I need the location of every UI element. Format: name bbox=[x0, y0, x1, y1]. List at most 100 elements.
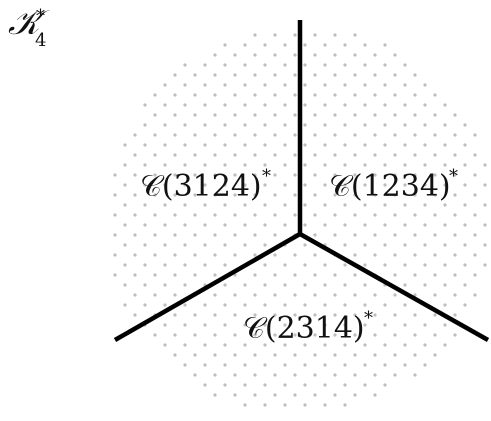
disc-dot bbox=[303, 263, 307, 267]
disc-dot bbox=[203, 263, 207, 267]
disc-dot bbox=[413, 373, 417, 377]
disc-dot bbox=[423, 123, 427, 127]
disc-dot bbox=[313, 333, 317, 337]
disc-dot bbox=[393, 173, 397, 177]
disc-dot bbox=[253, 313, 257, 317]
disc-dot bbox=[273, 233, 277, 237]
disc-dot bbox=[253, 93, 257, 97]
disc-dot bbox=[333, 73, 337, 77]
disc-dot bbox=[213, 333, 217, 337]
disc-dot bbox=[123, 243, 127, 247]
disc-dot bbox=[453, 193, 457, 197]
disc-dot bbox=[213, 353, 217, 357]
disc-dot bbox=[253, 133, 257, 137]
disc-dot bbox=[143, 143, 147, 147]
disc-dot bbox=[273, 153, 277, 157]
disc-dot bbox=[233, 253, 237, 257]
disc-dot bbox=[273, 313, 277, 317]
disc-dot bbox=[283, 403, 287, 407]
disc-dot bbox=[373, 353, 377, 357]
disc-dot bbox=[133, 173, 137, 177]
disc-dot bbox=[473, 233, 477, 237]
disc-dot bbox=[183, 183, 187, 187]
disc-dot bbox=[273, 393, 277, 397]
disc-dot bbox=[353, 293, 357, 297]
disc-dot bbox=[253, 33, 257, 37]
disc-dot bbox=[173, 173, 177, 177]
disc-dot bbox=[353, 333, 357, 337]
disc-dot bbox=[283, 123, 287, 127]
disc-dot bbox=[443, 123, 447, 127]
disc-dot bbox=[403, 143, 407, 147]
disc-dot bbox=[443, 243, 447, 247]
disc-dot bbox=[283, 143, 287, 147]
disc-dot bbox=[363, 283, 367, 287]
disc-dot bbox=[283, 103, 287, 107]
disc-dot bbox=[163, 163, 167, 167]
disc-dot bbox=[263, 323, 267, 327]
disc-dot bbox=[223, 223, 227, 227]
disc-dot bbox=[223, 163, 227, 167]
disc-dot bbox=[463, 223, 467, 227]
disc-dot bbox=[323, 323, 327, 327]
disc-dot bbox=[443, 203, 447, 207]
disc-dot bbox=[423, 343, 427, 347]
region-label-2314-star: * bbox=[364, 308, 373, 329]
disc-dot bbox=[323, 43, 327, 47]
disc-dot bbox=[343, 43, 347, 47]
disc-dot bbox=[313, 353, 317, 357]
disc-dot bbox=[193, 333, 197, 337]
disc-dot bbox=[383, 323, 387, 327]
disc-dot bbox=[183, 223, 187, 227]
disc-dot bbox=[193, 73, 197, 77]
disc-dot bbox=[203, 123, 207, 127]
disc-dot bbox=[153, 213, 157, 217]
disc-dot bbox=[373, 233, 377, 237]
disc-dot bbox=[313, 273, 317, 277]
disc-dot bbox=[263, 383, 267, 387]
disc-dot bbox=[173, 233, 177, 237]
disc-dot bbox=[353, 233, 357, 237]
disc-dot bbox=[363, 83, 367, 87]
disc-dot bbox=[193, 253, 197, 257]
disc-dot bbox=[373, 313, 377, 317]
disc-dot bbox=[193, 213, 197, 217]
disc-dot bbox=[243, 43, 247, 47]
disc-dot bbox=[383, 203, 387, 207]
disc-dot bbox=[343, 83, 347, 87]
disc-dot bbox=[203, 63, 207, 67]
disc-dot bbox=[483, 203, 487, 207]
disc-dot bbox=[323, 83, 327, 87]
disc-dot bbox=[203, 83, 207, 87]
disc-dot bbox=[303, 63, 307, 67]
disc-dot bbox=[263, 303, 267, 307]
disc-dot bbox=[223, 243, 227, 247]
disc-dot bbox=[153, 173, 157, 177]
disc-dot bbox=[433, 293, 437, 297]
disc-dot bbox=[273, 53, 277, 57]
disc-dot bbox=[243, 143, 247, 147]
disc-dot bbox=[243, 383, 247, 387]
disc-dot bbox=[303, 243, 307, 247]
disc-dot bbox=[143, 183, 147, 187]
disc-dot bbox=[313, 93, 317, 97]
disc-dot bbox=[153, 93, 157, 97]
disc-dot bbox=[383, 223, 387, 227]
disc-dot bbox=[233, 133, 237, 137]
disc-dot bbox=[463, 163, 467, 167]
disc-dot bbox=[243, 83, 247, 87]
disc-dot bbox=[483, 223, 487, 227]
disc-dot bbox=[273, 213, 277, 217]
disc-dot bbox=[253, 193, 257, 197]
disc-dot bbox=[243, 103, 247, 107]
disc-dot bbox=[373, 73, 377, 77]
disc-dot bbox=[423, 223, 427, 227]
disc-dot bbox=[343, 283, 347, 287]
disc-dot bbox=[453, 293, 457, 297]
disc-dot bbox=[233, 93, 237, 97]
dotted-disc bbox=[113, 33, 487, 407]
disc-dot bbox=[363, 363, 367, 367]
disc-dot bbox=[363, 163, 367, 167]
disc-dot bbox=[243, 363, 247, 367]
disc-dot bbox=[253, 113, 257, 117]
